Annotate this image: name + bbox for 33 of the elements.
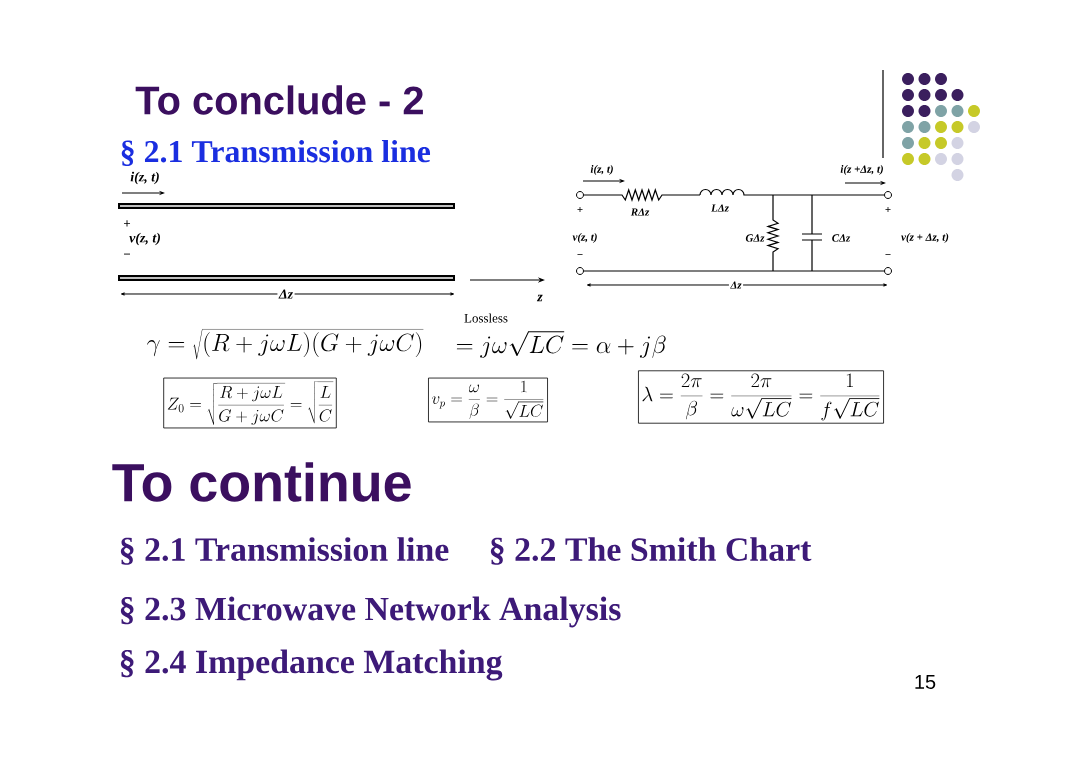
formula: $=j\omega\sqrt{LC}=\alpha+j\beta$ (456, 331, 666, 358)
polarity-sign: − (885, 254, 891, 255)
dimension-label: Δz (277, 287, 295, 301)
component-label: CΔz (832, 234, 851, 242)
formula-annotation: Lossless (464, 313, 508, 323)
polarity-sign: − (577, 254, 583, 255)
component-label: LΔz (711, 204, 729, 212)
section-item: § 2.2 The Smith Chart (490, 537, 812, 565)
polarity-sign: + (577, 206, 583, 212)
voltage-label: v(z + Δz, t) (901, 233, 949, 243)
polarity-sign: + (885, 206, 891, 212)
voltage-label: v(z, t) (572, 233, 597, 243)
slide-heading: To continue (112, 462, 411, 502)
axis-label: z (536, 294, 543, 302)
formula: $\gamma=\sqrt{(R+j\omega L)(G+j\omega C)}$ (147, 329, 424, 360)
polarity-sign: + (124, 220, 130, 227)
box-formula: $Z_0=\sqrt{\frac{R+j\omega L}{G+j\omega C}}=\sqrt{\frac{L}{C}}$ (163, 377, 337, 429)
component-label: GΔz (745, 234, 765, 242)
dimension-label: Δz (728, 279, 744, 291)
section-item: § 2.1 Transmission line (120, 537, 449, 565)
box-formula: $\lambda=\frac{2\pi}{\beta}=\frac{2\pi}{\omega\sqrt{LC}}=\frac{1}{f\sqrt{LC}}$ (638, 370, 884, 424)
page-number: 15 (915, 675, 936, 689)
section-heading: § 2.1 Transmission line (121, 139, 431, 167)
current-label: i(z, t) (130, 171, 159, 185)
voltage-label: v(z, t) (129, 232, 160, 246)
section-item: § 2.3 Microwave Network Analysis (120, 596, 621, 628)
polarity-sign: − (124, 253, 130, 255)
slide-title: To conclude - 2 (135, 85, 423, 115)
current-label: i(z +Δz, t) (840, 165, 883, 175)
current-label: i(z, t) (590, 165, 613, 175)
component-label: RΔz (630, 208, 650, 216)
box-formula: $v_p=\frac{\omega}{\beta}=\frac{1}{\sqrt{LC}}$ (428, 377, 548, 423)
section-item: § 2.4 Impedance Matching (120, 649, 503, 681)
